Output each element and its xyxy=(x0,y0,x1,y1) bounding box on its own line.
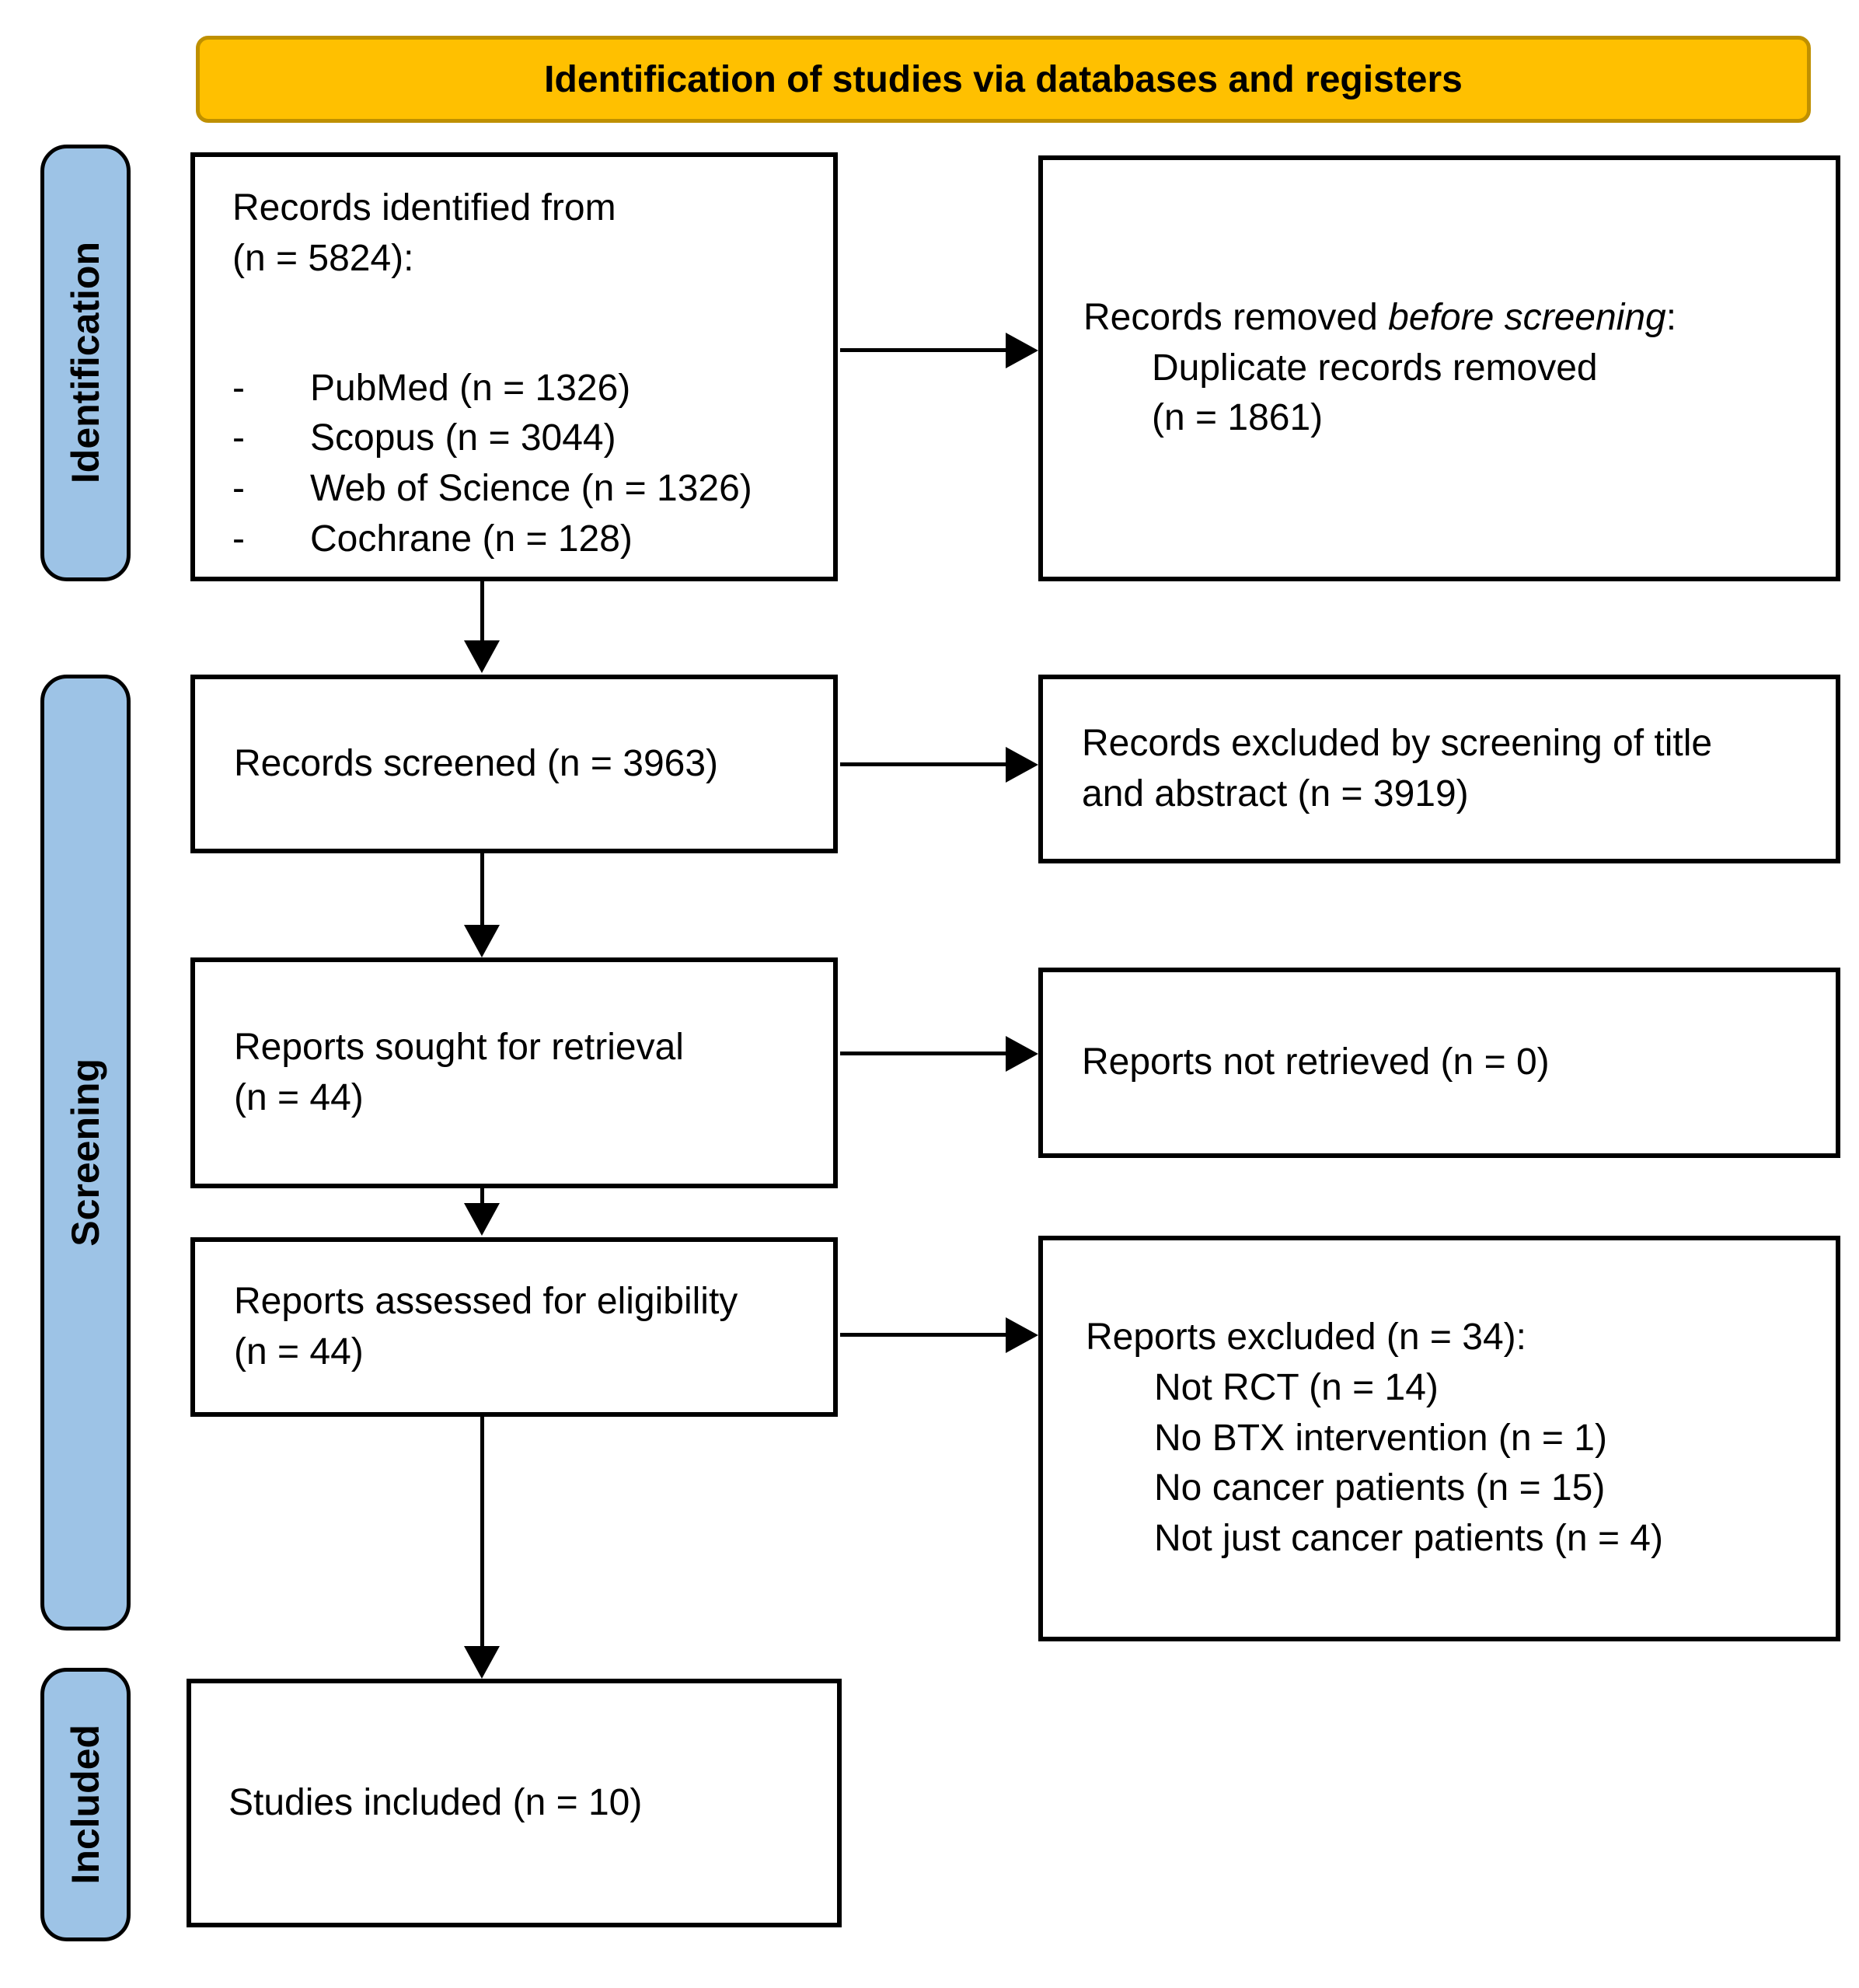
database-item-web-of-science: - Web of Science (n = 1326) xyxy=(232,464,814,514)
arrow-sought-to-notretrieved-head-icon xyxy=(1006,1036,1038,1072)
arrow-sought-to-assessed-line xyxy=(480,1188,484,1206)
arrow-identified-to-removed-line xyxy=(840,348,1007,352)
records-removed-heading: Records removed before screening: xyxy=(1083,293,1812,344)
studies-included-box: Studies included (n = 10) xyxy=(187,1679,842,1927)
reports-sought-line1: Reports sought for retrieval xyxy=(234,1026,684,1068)
database-item-cochrane-text: Cochrane (n = 128) xyxy=(310,518,633,560)
arrow-assessed-to-included-head-icon xyxy=(464,1646,500,1679)
records-screened-box: Records screened (n = 3963) xyxy=(190,675,838,853)
arrow-identified-to-screened-head-icon xyxy=(464,640,500,673)
arrow-assessed-to-included-line xyxy=(480,1417,484,1648)
database-item-scopus-text: Scopus (n = 3044) xyxy=(310,417,616,459)
stage-label-identification: Identification xyxy=(40,145,131,581)
studies-included-text: Studies included (n = 10) xyxy=(228,1781,643,1823)
database-list: - PubMed (n = 1326) - Scopus (n = 3044) … xyxy=(232,364,814,565)
arrow-screened-to-excluded-head-icon xyxy=(1006,747,1038,783)
exclusion-reason-no-cancer: No cancer patients (n = 15) xyxy=(1154,1467,1606,1509)
exclusion-reason-not-just-cancer: Not just cancer patients (n = 4) xyxy=(1154,1518,1663,1560)
banner: Identification of studies via databases … xyxy=(196,36,1811,123)
bullet-dash: - xyxy=(232,518,245,560)
duplicates-removed-line: Duplicate records removed xyxy=(1152,347,1598,389)
database-item-web-of-science-text: Web of Science (n = 1326) xyxy=(310,468,752,510)
arrow-screened-to-sought-line xyxy=(480,853,484,928)
records-identified-heading-line1: Records identified from xyxy=(232,187,616,228)
stage-label-identification-text: Identification xyxy=(64,242,107,484)
reports-assessed-line1: Reports assessed for eligibility xyxy=(234,1280,738,1322)
reports-sought-box: Reports sought for retrieval (n = 44) xyxy=(190,957,838,1188)
exclusion-reason-not-rct: Not RCT (n = 14) xyxy=(1154,1366,1439,1408)
reports-excluded-box: Reports excluded (n = 34): Not RCT (n = … xyxy=(1038,1236,1840,1641)
stage-label-screening-text: Screening xyxy=(64,1059,107,1247)
banner-title: Identification of studies via databases … xyxy=(544,58,1463,100)
records-removed-heading-italic: before screening xyxy=(1388,296,1666,338)
bullet-dash: - xyxy=(232,468,245,510)
database-item-scopus: - Scopus (n = 3044) xyxy=(232,413,814,464)
arrow-screened-to-sought-head-icon xyxy=(464,925,500,957)
stage-label-screening: Screening xyxy=(40,675,131,1631)
reports-sought-line2: (n = 44) xyxy=(234,1076,364,1118)
exclusion-reason-no-btx: No BTX intervention (n = 1) xyxy=(1154,1417,1607,1459)
records-screened-text: Records screened (n = 3963) xyxy=(234,742,719,784)
records-identified-heading-line2: (n = 5824): xyxy=(232,237,414,279)
arrow-sought-to-assessed-head-icon xyxy=(464,1203,500,1236)
duplicates-removed-count: (n = 1861) xyxy=(1152,397,1324,439)
database-item-cochrane: - Cochrane (n = 128) xyxy=(232,514,814,565)
arrow-assessed-to-excluded-head-icon xyxy=(1006,1317,1038,1353)
arrow-assessed-to-excluded-line xyxy=(840,1333,1007,1337)
database-item-pubmed-text: PubMed (n = 1326) xyxy=(310,367,631,409)
reports-excluded-heading: Reports excluded (n = 34): xyxy=(1086,1317,1526,1358)
reports-not-retrieved-box: Reports not retrieved (n = 0) xyxy=(1038,968,1840,1158)
records-removed-heading-normal: Records removed xyxy=(1083,296,1389,338)
arrow-identified-to-screened-line xyxy=(480,581,484,643)
records-identified-box: Records identified from (n = 5824): - Pu… xyxy=(190,152,838,581)
stage-label-included: Included xyxy=(40,1668,131,1941)
arrow-sought-to-notretrieved-line xyxy=(840,1052,1007,1055)
bullet-dash: - xyxy=(232,417,245,459)
records-removed-heading-tail: : xyxy=(1665,296,1677,338)
arrow-identified-to-removed-head-icon xyxy=(1006,333,1038,368)
reports-assessed-line2: (n = 44) xyxy=(234,1331,364,1372)
records-excluded-line2: and abstract (n = 3919) xyxy=(1082,773,1469,814)
arrow-screened-to-excluded-line xyxy=(840,762,1007,766)
records-removed-box: Records removed before screening: Duplic… xyxy=(1038,155,1840,581)
database-item-pubmed: - PubMed (n = 1326) xyxy=(232,364,814,414)
records-excluded-line1: Records excluded by screening of title xyxy=(1082,722,1713,764)
stage-label-included-text: Included xyxy=(64,1725,107,1885)
bullet-dash: - xyxy=(232,367,245,409)
records-excluded-box: Records excluded by screening of title a… xyxy=(1038,675,1840,863)
reports-assessed-box: Reports assessed for eligibility (n = 44… xyxy=(190,1237,838,1417)
reports-not-retrieved-text: Reports not retrieved (n = 0) xyxy=(1082,1041,1550,1083)
